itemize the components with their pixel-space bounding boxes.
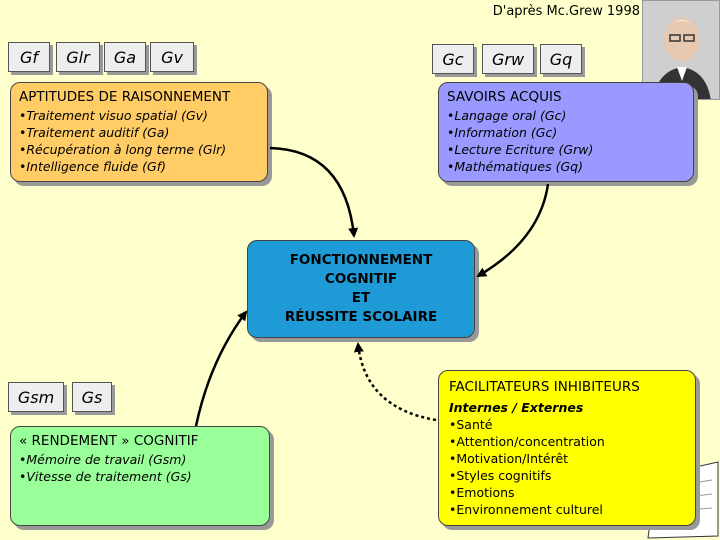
facilitateurs-item: •Attention/concentration	[449, 434, 605, 449]
savoirs-title: SAVOIRS ACQUIS	[447, 89, 562, 105]
fonctionnement-box: FONCTIONNEMENT COGNITIF ET RÉUSSITE SCOL…	[247, 240, 475, 338]
credit-text: D'après Mc.Grew 1998	[492, 4, 640, 19]
rendement-title: « RENDEMENT » COGNITIF	[19, 433, 199, 449]
tag-ga: Ga	[104, 42, 146, 72]
raisonnement-item: •Récupération à long terme (Glr)	[19, 142, 227, 157]
tag-gf: Gf	[8, 42, 50, 72]
tag-gc: Gc	[432, 44, 474, 74]
raisonnement-item: •Intelligence fluide (Gf)	[19, 159, 166, 174]
arrow-rendement-to-fonctionnement	[194, 310, 248, 427]
savoirs-item: •Lecture Ecriture (Grw)	[447, 142, 594, 157]
tag-gs: Gs	[72, 382, 112, 412]
rendement-box: « RENDEMENT » COGNITIF •Mémoire de trava…	[10, 426, 270, 526]
facilitateurs-box: FACILITATEURS INHIBITEURS Internes / Ext…	[438, 370, 696, 526]
tag-glr: Glr	[56, 42, 100, 72]
tag-grw: Grw	[482, 44, 534, 74]
rendement-item: •Vitesse de traitement (Gs)	[19, 469, 192, 484]
fonctionnement-line: FONCTIONNEMENT	[289, 252, 433, 268]
tag-gv: Gv	[150, 42, 194, 72]
savoirs-box: SAVOIRS ACQUIS •Langage oral (Gc) •Infor…	[438, 82, 694, 182]
arrow-raisonnement-to-fonctionnement	[269, 146, 359, 238]
fonctionnement-line: RÉUSSITE SCOLAIRE	[284, 309, 438, 325]
rendement-item: •Mémoire de travail (Gsm)	[19, 452, 187, 467]
arrow-facilitateurs-to-fonctionnement	[353, 342, 437, 422]
fonctionnement-line: ET	[351, 290, 371, 306]
facilitateurs-item: •Styles cognitifs	[449, 468, 552, 483]
tag-gq: Gq	[540, 44, 582, 74]
facilitateurs-title: FACILITATEURS INHIBITEURS	[449, 379, 640, 395]
facilitateurs-item: •Emotions	[449, 485, 515, 500]
facilitateurs-subtitle: Internes / Externes	[449, 400, 584, 415]
savoirs-item: •Mathématiques (Gq)	[447, 159, 583, 174]
raisonnement-item: •Traitement visuo spatial (Gv)	[19, 108, 208, 123]
raisonnement-item: •Traitement auditif (Ga)	[19, 125, 170, 140]
facilitateurs-item: •Environnement culturel	[449, 502, 603, 517]
savoirs-item: •Information (Gc)	[447, 125, 558, 140]
tag-gsm: Gsm	[8, 382, 64, 412]
facilitateurs-item: •Motivation/Intérêt	[449, 451, 569, 466]
fonctionnement-line: COGNITIF	[324, 271, 398, 287]
facilitateurs-item: •Santé	[449, 417, 493, 432]
savoirs-item: •Langage oral (Gc)	[447, 108, 567, 123]
arrow-savoirs-to-fonctionnement	[476, 183, 550, 278]
raisonnement-title: APTITUDES DE RAISONNEMENT	[19, 89, 231, 105]
raisonnement-box: APTITUDES DE RAISONNEMENT •Traitement vi…	[10, 82, 268, 182]
